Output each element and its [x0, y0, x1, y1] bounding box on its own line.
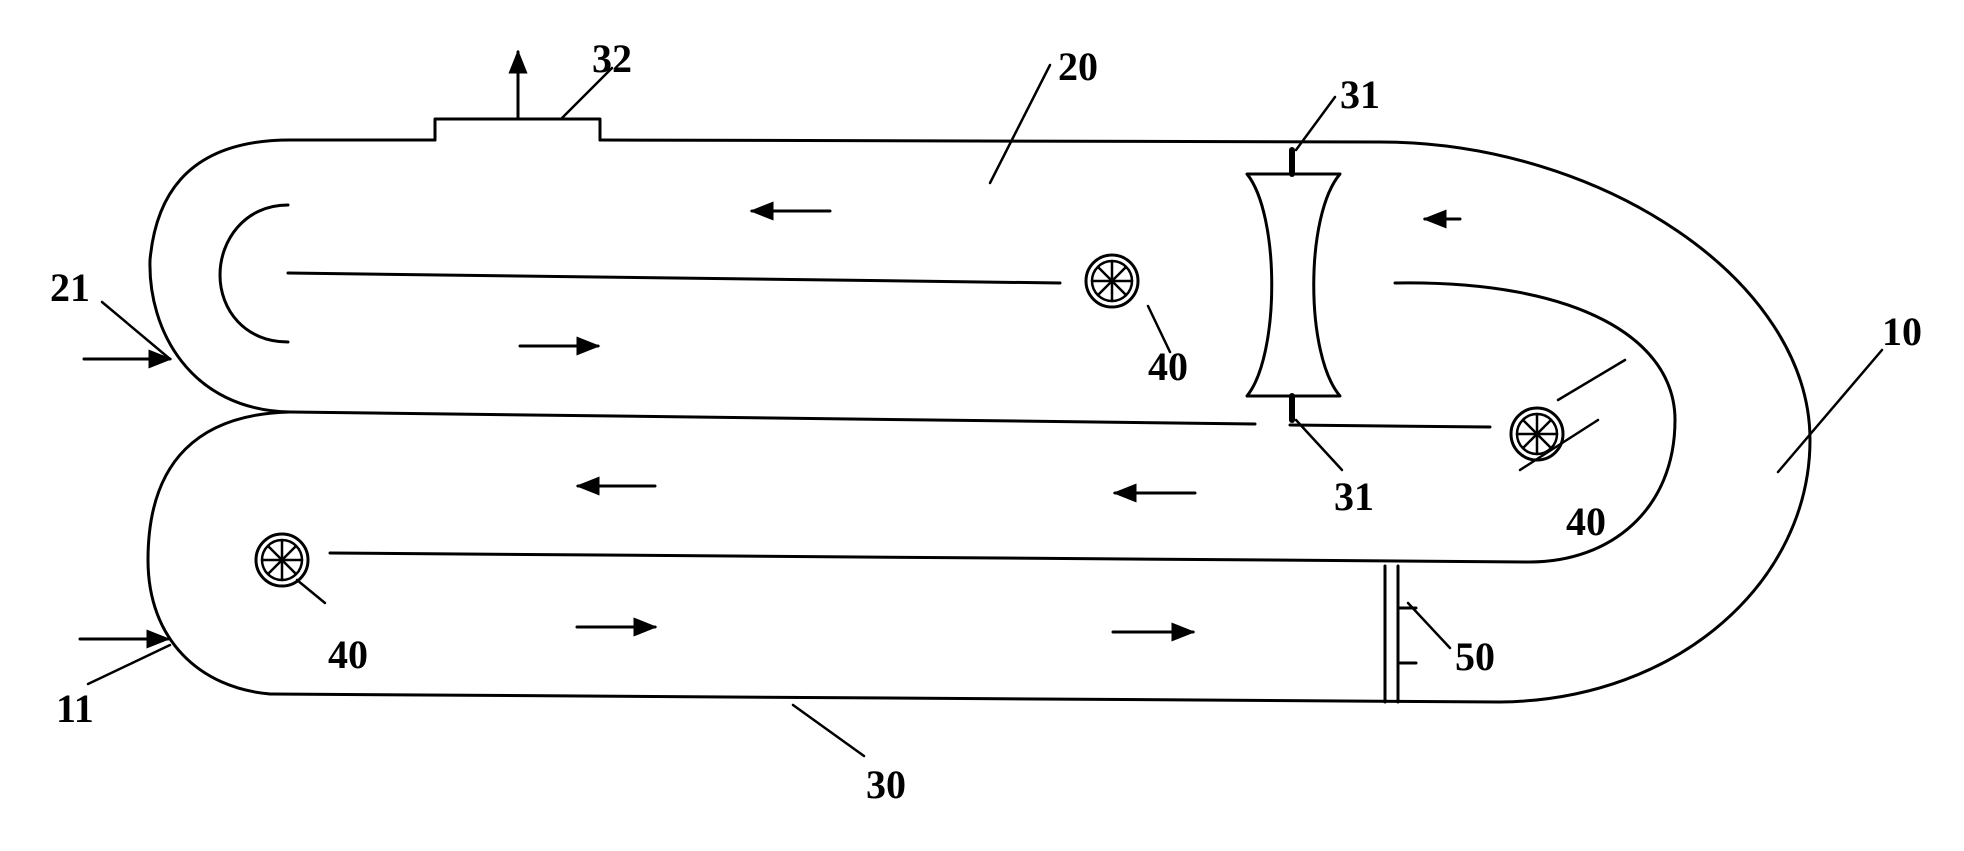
- label-40-b: 40: [1566, 499, 1606, 544]
- label-20: 20: [1058, 44, 1098, 89]
- wheel-with-spokes-icon: [1509, 406, 1565, 462]
- label-40-c: 40: [328, 632, 368, 677]
- label-31-top: 31: [1340, 72, 1380, 117]
- inlet-arrows: [78, 349, 173, 649]
- label-10: 10: [1882, 309, 1922, 354]
- label-30: 30: [866, 762, 906, 807]
- label-40-a: 40: [1148, 344, 1188, 389]
- venturi-throat: [1245, 147, 1342, 423]
- wheel-with-spokes-icon: [1084, 253, 1140, 309]
- label-11: 11: [56, 686, 94, 731]
- outer-channel-walls: [146, 138, 1812, 704]
- label-32: 32: [592, 36, 632, 81]
- inner-baffles: [218, 203, 1677, 564]
- label-21: 21: [50, 265, 90, 310]
- label-31-bottom: 31: [1334, 474, 1374, 519]
- wheel-with-spokes-icon: [254, 532, 310, 588]
- flow-arrows: [518, 201, 1462, 642]
- gate: [1383, 564, 1418, 704]
- labels: 32 20 31 21 40 10 31 40 40 50 11 30: [50, 36, 1922, 807]
- label-50: 50: [1455, 634, 1495, 679]
- outlet-box: [433, 49, 602, 142]
- leader-lines: [86, 63, 1884, 758]
